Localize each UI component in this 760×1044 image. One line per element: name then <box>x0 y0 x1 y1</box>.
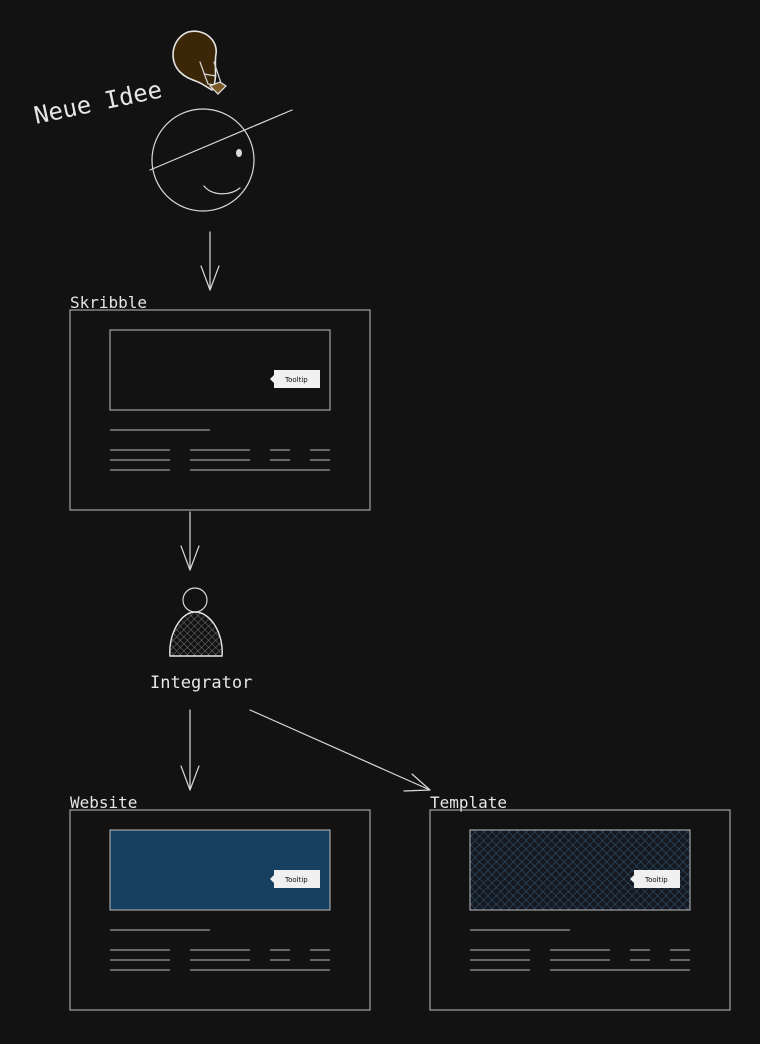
svg-text:Tooltip: Tooltip <box>644 876 668 884</box>
website-label: Website <box>70 793 137 812</box>
skribble-wireframe: Tooltip <box>69 309 371 511</box>
thinking-head-icon <box>149 108 293 212</box>
website-tooltip: Tooltip <box>270 870 320 888</box>
arrow-integrator-to-template <box>249 709 431 792</box>
svg-text:Tooltip: Tooltip <box>284 876 308 884</box>
idea-title: Neue Idee <box>31 75 164 129</box>
template-label: Template <box>430 793 507 812</box>
website-wireframe: Tooltip <box>69 809 371 1011</box>
skribble-tooltip: Tooltip <box>270 370 320 388</box>
arrow-skribble-to-integrator <box>180 511 200 571</box>
template-wireframe: Tooltip <box>429 809 731 1011</box>
website-text-lines <box>110 929 330 971</box>
arrow-idea-to-skribble <box>200 231 220 291</box>
template-text-lines <box>470 929 690 971</box>
skribble-text-lines <box>110 429 330 471</box>
person-icon <box>169 587 223 657</box>
arrow-integrator-to-website <box>180 709 200 791</box>
integrator-label: Integrator <box>150 673 252 693</box>
template-tooltip: Tooltip <box>630 870 680 888</box>
lightbulb-icon <box>172 30 227 95</box>
svg-text:Tooltip: Tooltip <box>284 376 308 384</box>
skribble-label: Skribble <box>70 293 147 312</box>
